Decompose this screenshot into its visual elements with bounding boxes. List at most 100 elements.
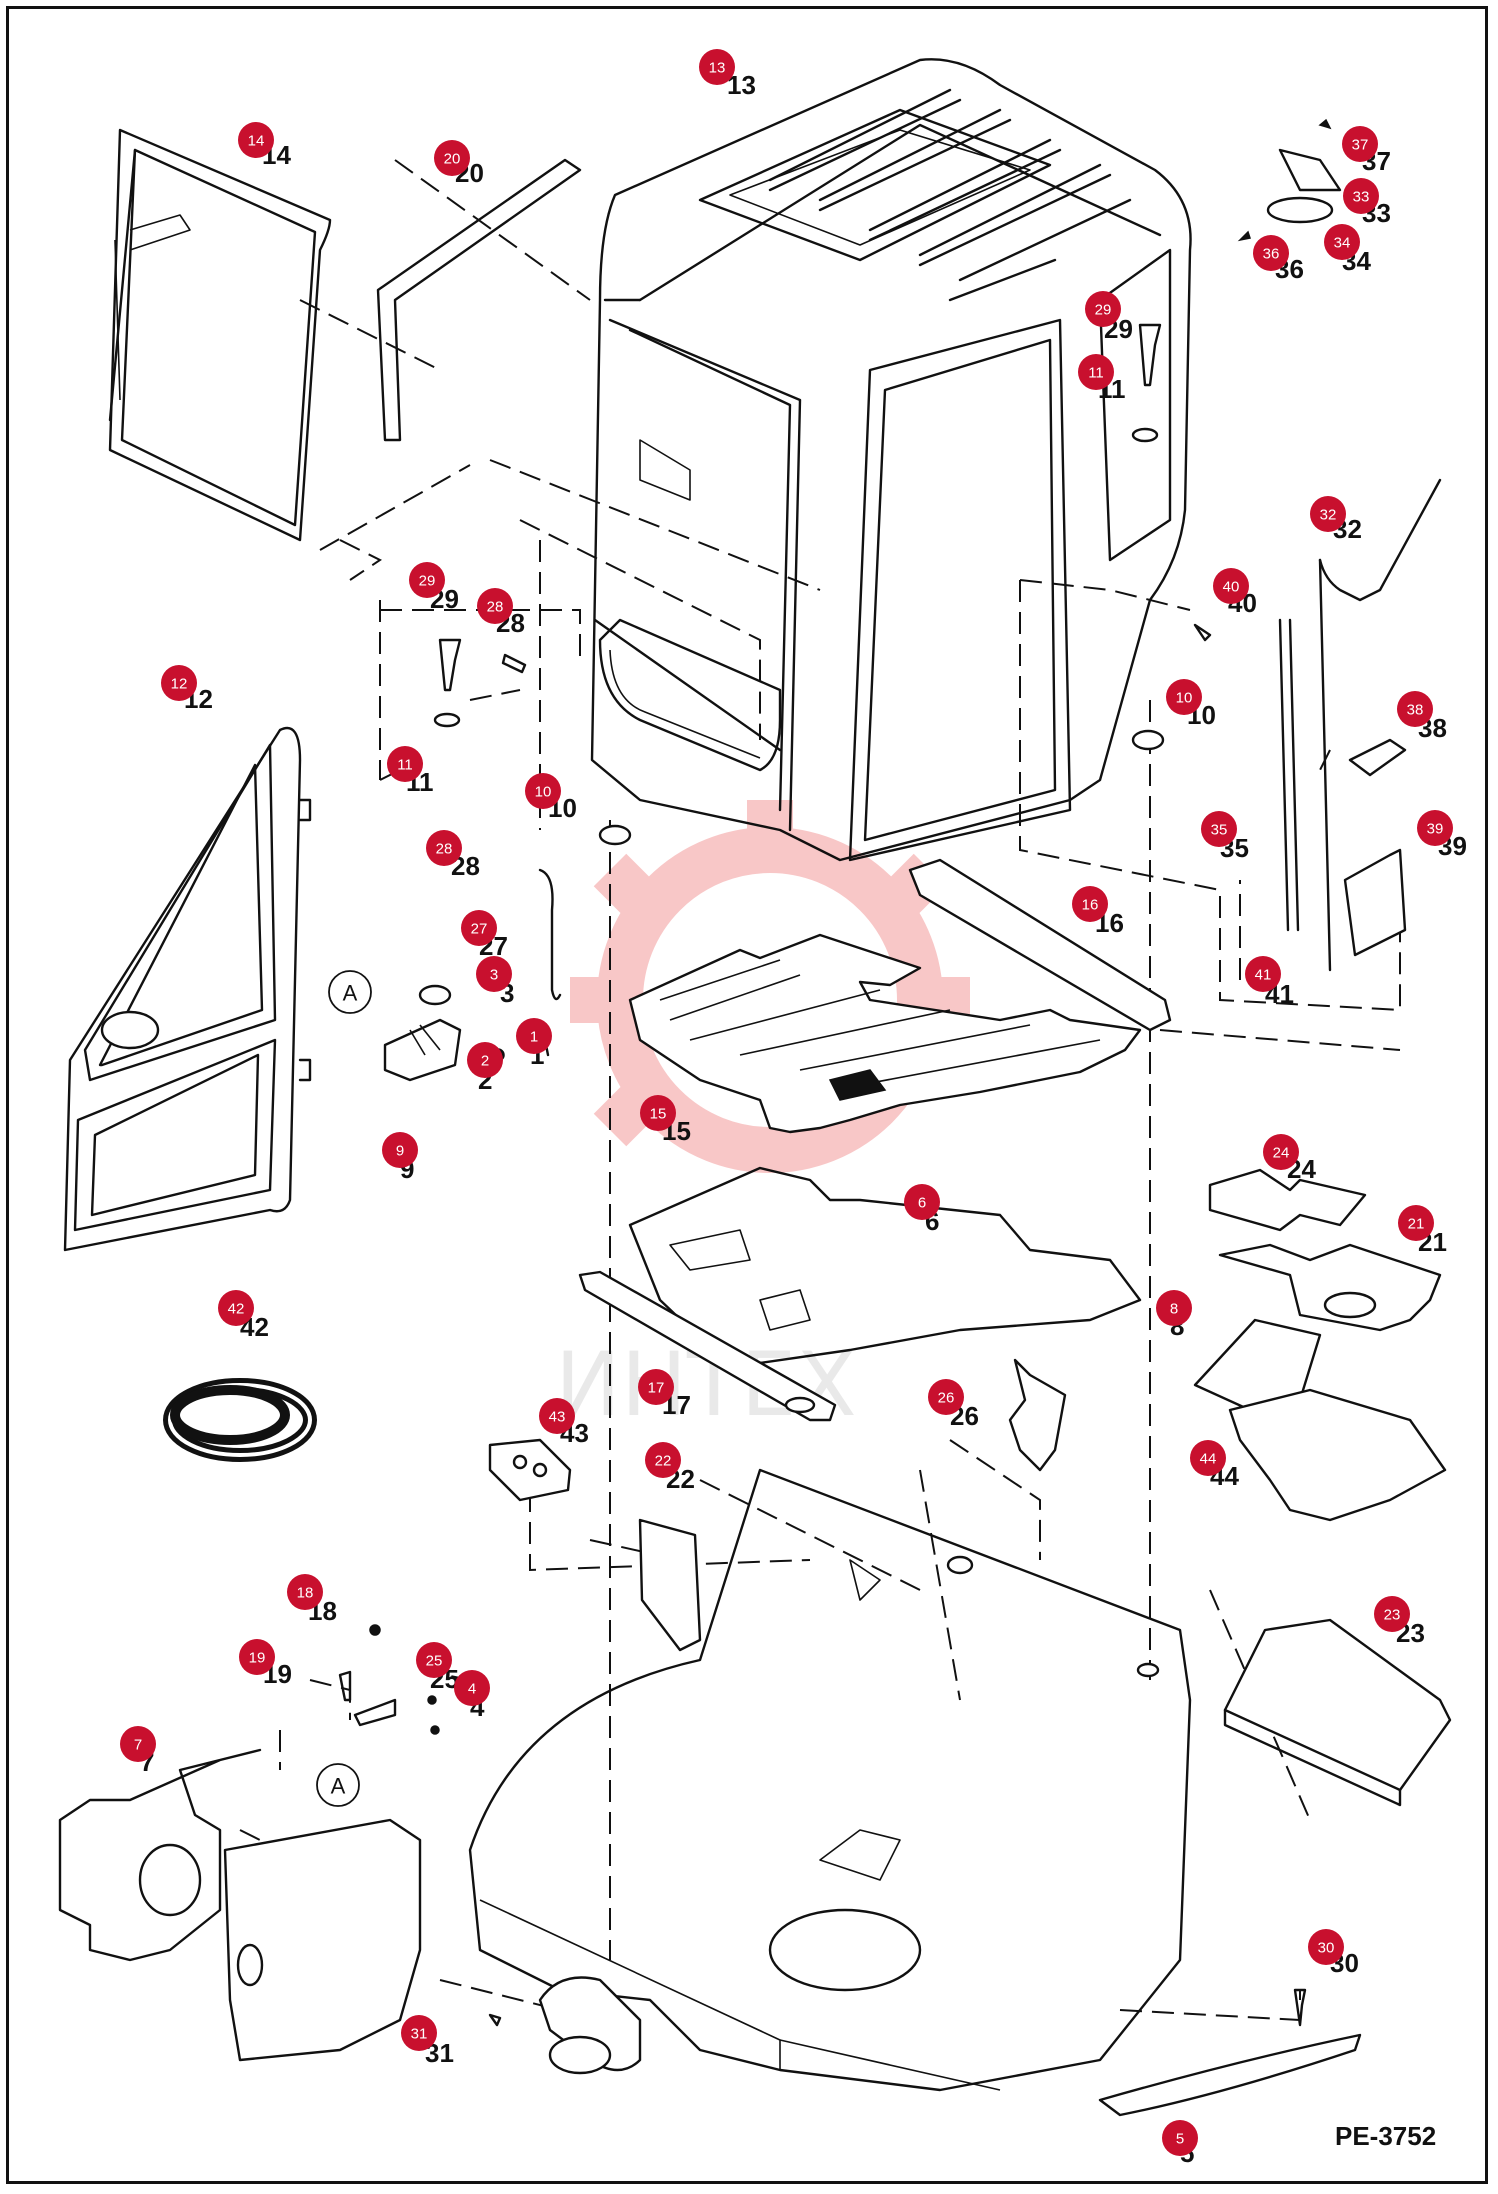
callout-badge-p23[interactable]: 23 bbox=[1374, 1596, 1410, 1632]
callout-badge-p37[interactable]: 37 bbox=[1342, 126, 1378, 162]
callout-badge-p19[interactable]: 19 bbox=[239, 1639, 275, 1675]
callout-badge-circle bbox=[461, 910, 497, 946]
callout-badge-p29b[interactable]: 29 bbox=[409, 562, 445, 598]
callout-badge-p17[interactable]: 17 bbox=[638, 1369, 674, 1405]
callout-badge-number: 28 bbox=[487, 599, 504, 616]
callout-badge-p35[interactable]: 35 bbox=[1201, 811, 1237, 847]
callout-badge-number: 9 bbox=[396, 1143, 404, 1160]
callout-badge-number: 36 bbox=[1263, 246, 1280, 263]
callout-badge-p9[interactable]: 9 bbox=[382, 1132, 418, 1168]
callout-badge-number: 22 bbox=[655, 1453, 672, 1470]
screw-40 bbox=[1193, 623, 1212, 642]
callout-badge-p39[interactable]: 39 bbox=[1417, 810, 1453, 846]
callout-badge-p3[interactable]: 3 bbox=[476, 956, 512, 992]
callout-badge-p7[interactable]: 7 bbox=[120, 1726, 156, 1762]
callout-badge-number: 14 bbox=[248, 133, 265, 150]
callout-badge-circle bbox=[476, 956, 512, 992]
callout-badge-p8[interactable]: 8 bbox=[1156, 1290, 1192, 1326]
callout-badge-p5[interactable]: 5 bbox=[1162, 2120, 1198, 2156]
reference-marker-a-2: A bbox=[316, 1763, 360, 1807]
callout-badge-p27[interactable]: 27 bbox=[461, 910, 497, 946]
callout-badge-p40[interactable]: 40 bbox=[1213, 568, 1249, 604]
callout-badge-circle bbox=[387, 746, 423, 782]
callout-badge-number: 42 bbox=[228, 1301, 245, 1318]
callout-badge-p38[interactable]: 38 bbox=[1397, 691, 1433, 727]
callout-badge-circle bbox=[426, 830, 462, 866]
callout-badge-number: 13 bbox=[709, 60, 726, 77]
callout-badge-p30[interactable]: 30 bbox=[1308, 1929, 1344, 1965]
callout-badge-circle bbox=[409, 562, 445, 598]
callout-badge-p13[interactable]: 13 bbox=[699, 49, 735, 85]
callout-badge-number: 2 bbox=[481, 1053, 489, 1070]
callout-badge-number: 19 bbox=[249, 1650, 266, 1667]
callout-badge-p12[interactable]: 12 bbox=[161, 665, 197, 701]
callout-badge-number: 11 bbox=[1088, 365, 1104, 382]
callout-badge-p43[interactable]: 43 bbox=[539, 1398, 575, 1434]
callout-badge-number: 10 bbox=[535, 784, 552, 801]
hose-coil-42 bbox=[163, 1378, 317, 1462]
callout-badge-p11a[interactable]: 11 bbox=[1078, 354, 1114, 390]
callout-badge-number: 7 bbox=[134, 1737, 142, 1754]
callout-badge-number: 15 bbox=[650, 1106, 667, 1123]
callout-badge-p34[interactable]: 34 bbox=[1324, 224, 1360, 260]
callout-badge-p10a[interactable]: 10 bbox=[525, 773, 561, 809]
callout-badge-number: 4 bbox=[468, 1681, 476, 1698]
panel-21 bbox=[1218, 1243, 1442, 1332]
callout-badge-p41[interactable]: 41 bbox=[1245, 956, 1281, 992]
callout-badge-p25[interactable]: 25 bbox=[416, 1642, 452, 1678]
callout-badge-p36[interactable]: 36 bbox=[1253, 235, 1289, 271]
callout-badge-p16[interactable]: 16 bbox=[1072, 886, 1108, 922]
callout-badge-p14[interactable]: 14 bbox=[238, 122, 274, 158]
callout-badge-p18[interactable]: 18 bbox=[287, 1574, 323, 1610]
callout-badge-p24[interactable]: 24 bbox=[1263, 1134, 1299, 1170]
bolt-washer-29-11-right bbox=[1131, 323, 1162, 443]
watermark-gear-icon bbox=[570, 800, 970, 1173]
callout-badge-number: 34 bbox=[1334, 235, 1351, 252]
callout-badge-p11b[interactable]: 11 bbox=[387, 746, 423, 782]
callout-badge-circle bbox=[1397, 691, 1433, 727]
callout-badge-p42[interactable]: 42 bbox=[218, 1290, 254, 1326]
callout-badge-p29a[interactable]: 29 bbox=[1085, 291, 1121, 327]
callout-badge-p21[interactable]: 21 bbox=[1398, 1205, 1434, 1241]
callout-badge-number: 44 bbox=[1200, 1451, 1217, 1468]
callout-badge-circle bbox=[1253, 235, 1289, 271]
callout-badge-circle bbox=[640, 1095, 676, 1131]
callout-badge-p2[interactable]: 2 bbox=[467, 1042, 503, 1078]
callout-badge-p28b[interactable]: 28 bbox=[426, 830, 462, 866]
callout-badge-number: 25 bbox=[426, 1653, 443, 1670]
callout-badge-circle bbox=[1156, 1290, 1192, 1326]
callout-badge-number: 41 bbox=[1255, 967, 1272, 984]
callout-badge-p33[interactable]: 33 bbox=[1343, 178, 1379, 214]
callout-badge-number: 29 bbox=[419, 573, 436, 590]
callout-badge-circle bbox=[161, 665, 197, 701]
block-43 bbox=[488, 1438, 572, 1502]
callout-badge-p15[interactable]: 15 bbox=[640, 1095, 676, 1131]
reference-marker-a-1: A bbox=[328, 970, 372, 1014]
callout-badge-circle bbox=[382, 1132, 418, 1168]
callout-badge-p4[interactable]: 4 bbox=[454, 1670, 490, 1706]
callout-badge-p32[interactable]: 32 bbox=[1310, 496, 1346, 532]
callout-badge-circle bbox=[239, 1639, 275, 1675]
callout-badge-p28a[interactable]: 28 bbox=[477, 588, 513, 624]
bolt-washer-29-11-left bbox=[433, 638, 527, 728]
callout-badge-p6[interactable]: 6 bbox=[904, 1184, 940, 1220]
callout-badge-p20[interactable]: 20 bbox=[434, 140, 470, 176]
strip-5-and-bolts bbox=[488, 1988, 1362, 2117]
callout-badge-p31[interactable]: 31 bbox=[401, 2015, 437, 2051]
callout-badge-number: 12 bbox=[171, 676, 188, 693]
reference-marker-a-label: A bbox=[331, 1774, 346, 1799]
callout-badge-p1[interactable]: 1 bbox=[516, 1018, 552, 1054]
callout-badge-p22[interactable]: 22 bbox=[645, 1442, 681, 1478]
callout-badge-circle bbox=[1085, 291, 1121, 327]
callout-badge-p10b[interactable]: 10 bbox=[1166, 679, 1202, 715]
callout-badge-p26[interactable]: 26 bbox=[928, 1379, 964, 1415]
floor-mat-15 bbox=[628, 933, 1142, 1134]
callout-badge-circle bbox=[904, 1184, 940, 1220]
hardware-18-19-25-4 bbox=[338, 1624, 440, 1735]
covers-38-39 bbox=[1343, 738, 1407, 957]
callout-badge-p44[interactable]: 44 bbox=[1190, 1440, 1226, 1476]
diagram-code: PE-3752 bbox=[1335, 2121, 1436, 2151]
callout-badge-circle bbox=[434, 140, 470, 176]
callout-badge-circle bbox=[477, 588, 513, 624]
